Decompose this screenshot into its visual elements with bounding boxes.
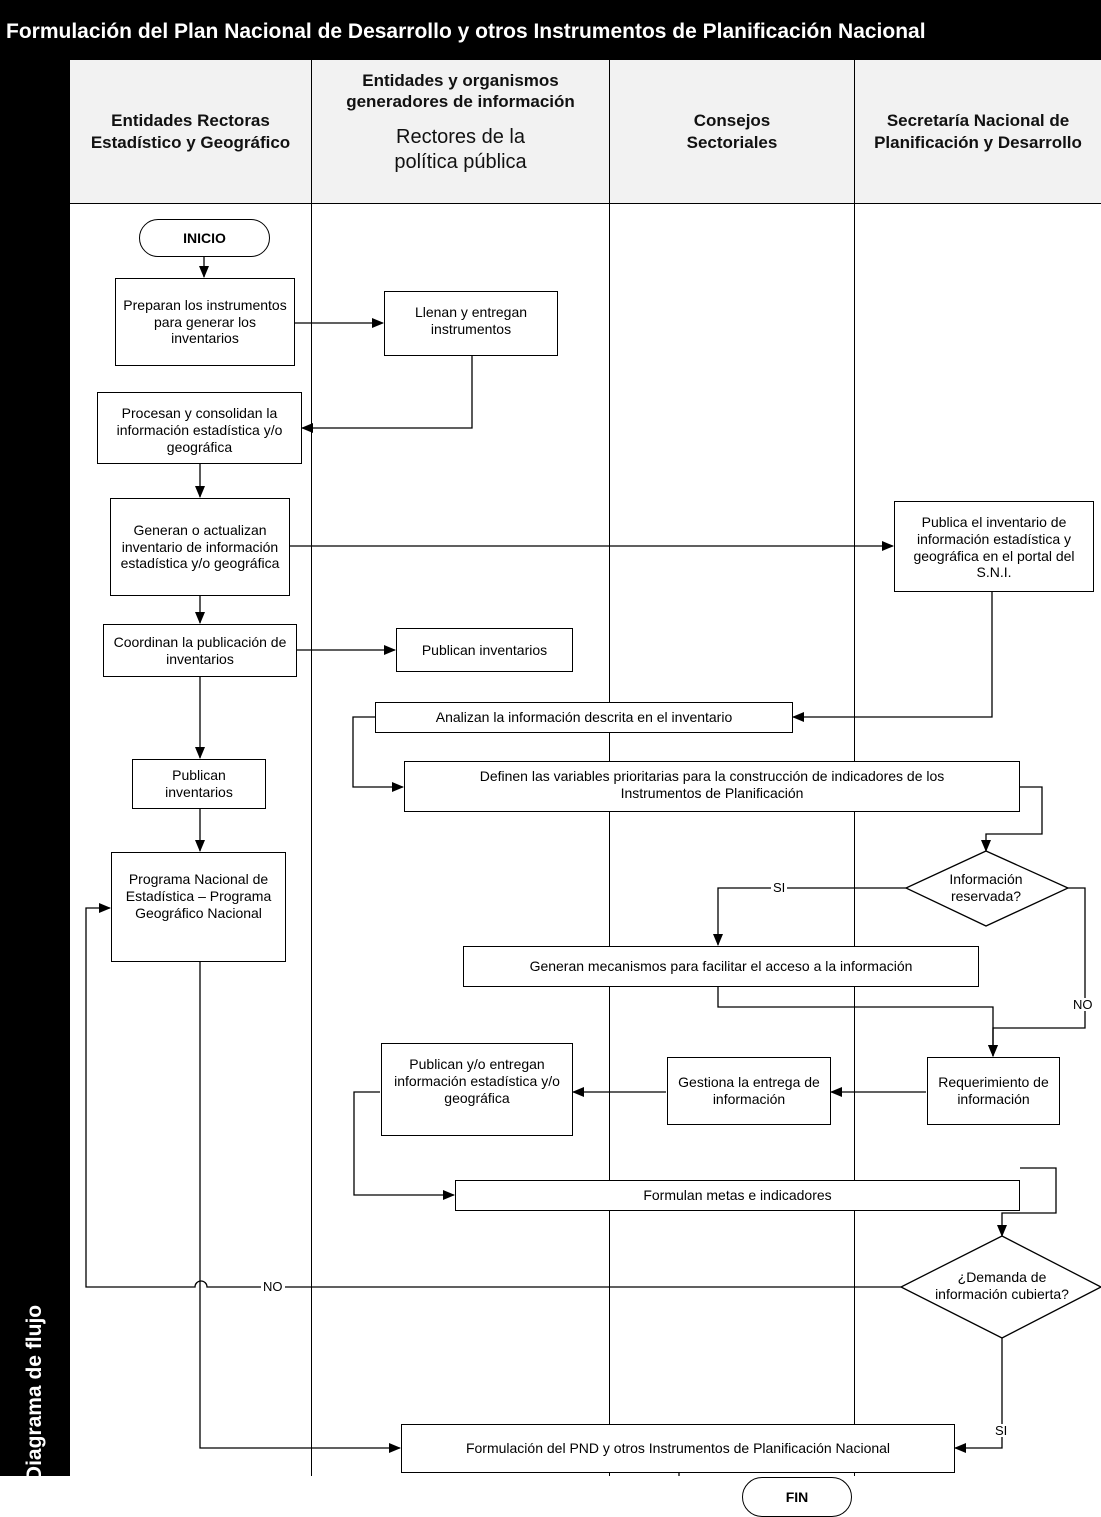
decision-reservada-text: Información reservada? [949, 871, 1023, 904]
arrow-demanda-si [954, 1338, 1003, 1453]
node-programa: Programa Nacional de Estadística – Progr… [111, 852, 286, 962]
node-preparan-text: Preparan los instrumentos para generar l… [123, 296, 287, 347]
node-llenan-text: Llenan y entregan instrumentos [414, 304, 528, 337]
node-metas: Formulan metas e indicadores [455, 1180, 1020, 1211]
node-mecanismos: Generan mecanismos para facilitar el acc… [463, 946, 979, 987]
lane-header-consejos: Consejos Sectoriales [610, 60, 854, 203]
lane-header-rectoras: Entidades Rectoras Estadístico y Geográf… [70, 60, 311, 203]
node-publican-inventarios-2: Publican inventarios [396, 628, 573, 672]
decision-reservada-label: Información reservada? [926, 868, 1046, 908]
decision-demanda-text: ¿Demanda de información cubierta? [935, 1269, 1069, 1302]
node-procesan: Procesan y consolidan la información est… [97, 392, 302, 464]
node-generan-inventario-text: Generan o actualizan inventario de infor… [120, 521, 280, 572]
node-preparan: Preparan los instrumentos para generar l… [115, 278, 295, 366]
lane-title-senplades: Secretaría Nacional de Planificación y D… [874, 111, 1082, 152]
arrow-metas-demanda [997, 1167, 1057, 1237]
arrow-llenan-procesan [301, 356, 473, 433]
lane-header-generadores: Entidades y organismos generadores de in… [312, 60, 609, 203]
node-programa-text: Programa Nacional de Estadística – Progr… [125, 871, 272, 921]
lane-subtitle-generadores: Rectores de la política pública [394, 125, 527, 173]
arrow-publican-metas [353, 1091, 455, 1200]
arrow-demanda-no [85, 903, 901, 1288]
decision-diamond-demanda [899, 1235, 1101, 1339]
node-coordinan-text: Coordinan la publicación de inventarios [113, 633, 287, 667]
node-formulacion-text: Formulación del PND y otros Instrumentos… [465, 1440, 891, 1457]
node-generan-inventario: Generan o actualizan inventario de infor… [110, 498, 290, 596]
node-requerimiento-text: Requerimiento de información [938, 1074, 1049, 1107]
node-publican-entregan: Publican y/o entregan información estadí… [381, 1043, 573, 1136]
node-requerimiento: Requerimiento de información [927, 1057, 1060, 1125]
arrow-mecanismos-requerimiento [717, 987, 998, 1057]
lane-title-generadores: Entidades y organismos generadores de in… [346, 71, 575, 112]
start-label: INICIO [183, 230, 226, 246]
diagram-title: Formulación del Plan Nacional de Desarro… [0, 0, 1101, 60]
flow-label-no-1: NO [1071, 997, 1095, 1012]
node-mecanismos-text: Generan mecanismos para facilitar el acc… [529, 958, 913, 975]
lane-divider-1 [311, 60, 312, 1476]
end-label: FIN [785, 1489, 809, 1505]
arrow-reservada-si [713, 887, 906, 946]
node-procesan-text: Procesan y consolidan la información est… [116, 405, 283, 455]
node-definen: Definen las variables prioritarias para … [404, 761, 1020, 812]
flow-connectors [85, 257, 1101, 1476]
node-gestiona-text: Gestiona la entrega de información [678, 1074, 820, 1107]
lane-title-rectoras: Entidades Rectoras Estadístico y Geográf… [90, 111, 291, 152]
node-analizan: Analizan la información descrita en el i… [375, 702, 793, 733]
node-llenan: Llenan y entregan instrumentos [384, 291, 558, 356]
flow-label-no-2: NO [261, 1279, 285, 1294]
node-publican-inventarios-1: Publican inventarios [132, 759, 266, 809]
arrow-definen-reservada [981, 786, 1043, 852]
node-publican-entregan-text: Publican y/o entregan información estadí… [394, 1056, 560, 1106]
node-coordinan: Coordinan la publicación de inventarios [103, 624, 297, 677]
flow-label-si-2: SI [993, 1423, 1010, 1438]
node-publica-portal: Publica el inventario de información est… [894, 501, 1094, 592]
node-publican-inventarios-1-text: Publican inventarios [165, 767, 233, 800]
side-bar [0, 60, 70, 1476]
node-definen-text: Definen las variables prioritarias para … [479, 768, 945, 801]
decision-demanda-label: ¿Demanda de información cubierta? [931, 1257, 1073, 1315]
lane-header-senplades: Secretaría Nacional de Planificación y D… [855, 60, 1101, 203]
node-metas-text: Formulan metas e indicadores [643, 1187, 832, 1204]
lane-title-consejos: Consejos Sectoriales [686, 111, 778, 152]
arrow-publica-analizan [792, 592, 993, 722]
node-formulacion: Formulación del PND y otros Instrumentos… [401, 1424, 955, 1473]
start-terminal: INICIO [139, 219, 270, 257]
node-publica-portal-text: Publica el inventario de información est… [913, 514, 1075, 581]
flow-label-si-1: SI [771, 880, 788, 895]
lane-header-band [70, 60, 1101, 204]
arrow-programa-formulacion-line [199, 962, 401, 1453]
node-publican-inventarios-2-text: Publican inventarios [421, 641, 548, 658]
end-terminal: FIN [742, 1477, 852, 1517]
decision-diamond-reservada [904, 850, 1070, 927]
node-gestiona: Gestiona la entrega de información [667, 1057, 831, 1125]
arrow-analizan-definen [352, 716, 404, 792]
node-analizan-text: Analizan la información descrita en el i… [435, 709, 733, 726]
